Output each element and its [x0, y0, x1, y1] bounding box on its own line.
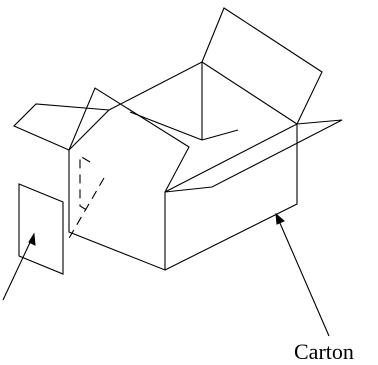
box-rim [68, 61, 298, 151]
box-flap-front [68, 87, 190, 193]
loose-sheet [18, 183, 64, 275]
sheet-leader-line [2, 233, 35, 301]
carton-label: Carton [294, 339, 354, 364]
carton-leader-arrowhead [275, 212, 285, 225]
insert-path [67, 177, 105, 241]
box-flap-back [201, 7, 323, 125]
sheet-leader-arrowhead [28, 232, 36, 246]
box-flap-left [13, 103, 110, 151]
hidden-sheet-outline [79, 155, 91, 213]
box-front-right-face [164, 124, 298, 271]
box-front-left-face [68, 150, 166, 271]
box-flap-right [164, 119, 343, 193]
box-inner-bottom-left [129, 111, 203, 141]
carton-leader-line [275, 213, 330, 337]
box-inner-bottom-right [201, 129, 239, 141]
